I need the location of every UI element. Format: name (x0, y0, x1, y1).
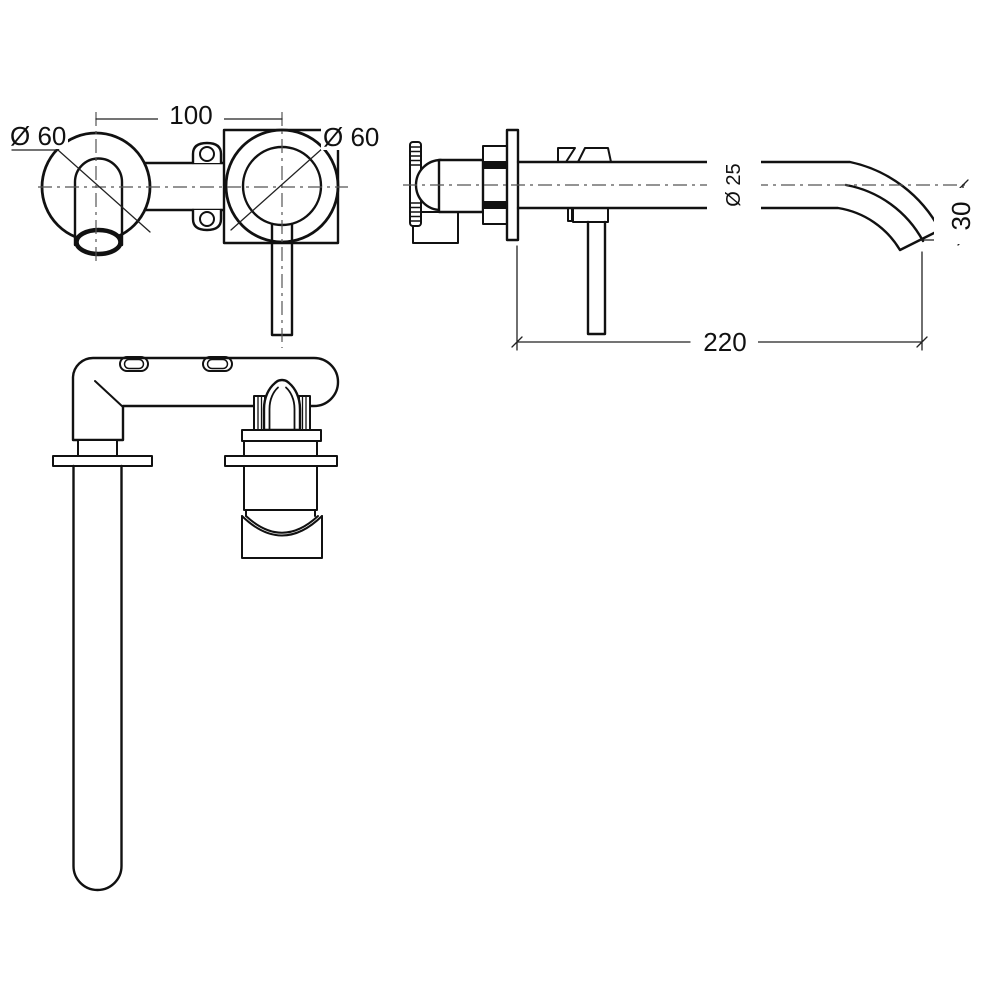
spout-flange (52, 455, 153, 467)
fixing-slot-right (202, 356, 233, 372)
thread-band-bottom (483, 201, 508, 208)
side-view (409, 128, 942, 336)
cartridge-cutaway (241, 515, 323, 559)
spout-drop-tube (72, 464, 123, 892)
screw-hole-top (199, 146, 215, 162)
spout-front-profile (73, 157, 124, 247)
front-view (40, 128, 340, 337)
fixing-slot-right-inner (206, 358, 229, 370)
connector-step-top (482, 145, 509, 163)
cartridge-cylinder (243, 440, 318, 511)
cartridge-body (437, 158, 485, 214)
spout-tube-side (516, 160, 942, 252)
thread-hatching (409, 146, 422, 222)
handle-lever-side (586, 220, 607, 336)
thread-band-top (483, 162, 508, 169)
dim-label-right-escutcheon-diameter: Ø 60 (321, 122, 382, 152)
dim-label-spout-diameter: Ø 25 (707, 157, 761, 213)
elbow-joint-line (94, 380, 124, 408)
fixing-slot-left (119, 356, 149, 372)
valve-flange (224, 455, 338, 467)
dim-label-left-escutcheon-diameter: Ø 60 (8, 121, 69, 151)
dim-line-220 (511, 245, 928, 351)
screw-hole-bottom (199, 211, 215, 227)
mounting-tab-top (191, 141, 223, 165)
body-bar-bottom (71, 356, 340, 442)
handle-socket-bell-inner (268, 386, 296, 431)
front-view-centerlines (38, 112, 348, 348)
dim-label-spout-drop: 30 (934, 188, 988, 244)
spout-outlet (74, 227, 123, 257)
mounting-tab-bottom (191, 208, 223, 232)
spout-neck (77, 439, 118, 457)
cutaway-arcs (241, 515, 323, 537)
connector-step-bottom (482, 207, 509, 225)
dim-label-spout-reach: 220 (692, 329, 758, 355)
leader-dia-left (11, 149, 151, 233)
fixing-slot-left-inner (123, 358, 145, 370)
bottom-view (52, 356, 340, 892)
cartridge-plate (241, 429, 322, 442)
fixing-lug-top (557, 147, 612, 163)
fixing-lug-bottom (567, 207, 609, 223)
dim-label-center-spacing: 100 (158, 102, 224, 128)
